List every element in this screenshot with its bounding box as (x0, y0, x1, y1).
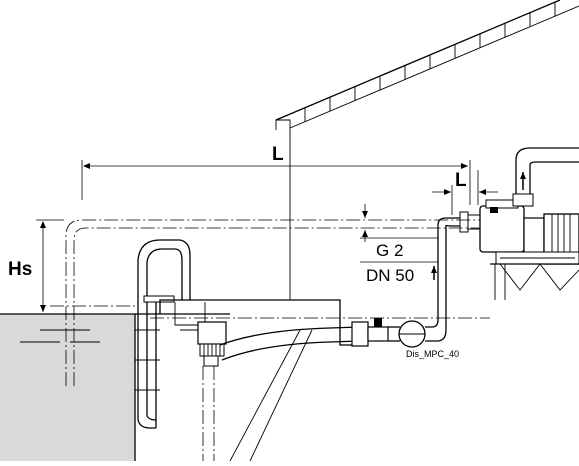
label-suction-height: Hs (8, 259, 32, 280)
pump (479, 199, 579, 300)
pipe-size-annotation: G 2 DN 50 (360, 204, 438, 285)
skimmer (159, 299, 360, 367)
label-thread: G 2 (376, 241, 403, 260)
label-length-main: L (272, 144, 284, 165)
dimension-suction-height: Hs (8, 219, 64, 315)
reference-lines (50, 219, 490, 386)
roof (275, 0, 579, 130)
pool-ladder (135, 239, 191, 429)
dimension-length-short: L (432, 170, 498, 215)
label-nominal-diameter: DN 50 (366, 266, 414, 285)
discharge-pipe (512, 147, 579, 207)
label-length-short: L (455, 170, 467, 191)
suction-pipe (219, 211, 481, 361)
foundation-lines (202, 329, 313, 462)
pool-water (0, 313, 230, 461)
drawing-id: Dis_MPC_40 (406, 349, 459, 359)
dimension-length-main: L (81, 144, 471, 205)
